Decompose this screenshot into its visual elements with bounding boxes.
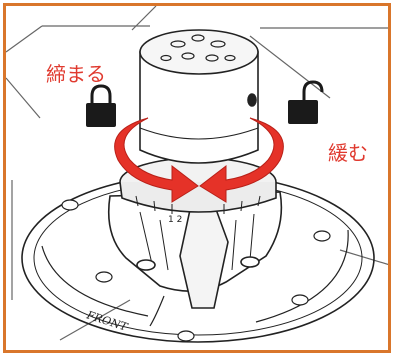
upper-cylinder [139, 29, 259, 164]
tighten-label: 締まる [46, 62, 106, 86]
curved-arrow-counterclockwise-icon [199, 117, 284, 203]
rotation-diagram: 1 2 FRONT [6, 6, 390, 343]
background-lines [6, 6, 390, 341]
lock-open-icon [288, 80, 324, 124]
curved-arrow-clockwise-icon [114, 117, 199, 203]
cylinder-top-holes [160, 34, 236, 62]
image-frame [3, 3, 391, 353]
mount-body [107, 181, 283, 327]
dial-marks: 1 2 [168, 215, 182, 225]
loosen-label: 緩む [328, 141, 368, 165]
lock-closed-icon [86, 84, 116, 127]
plate-screws [61, 199, 331, 342]
